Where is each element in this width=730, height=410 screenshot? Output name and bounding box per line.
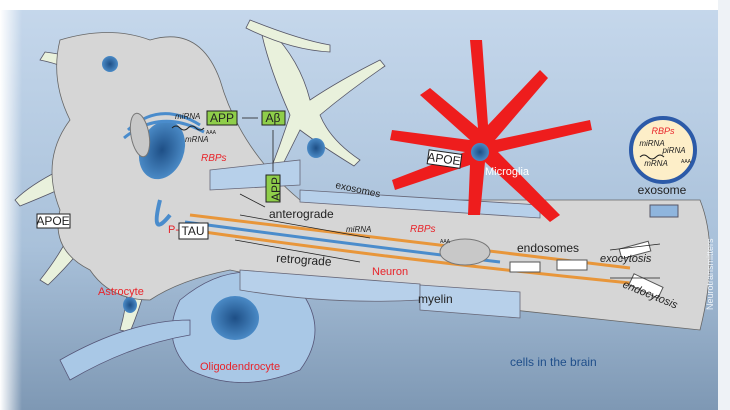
retrograde-label: retrograde [276,251,333,269]
cells-in-brain-label: cells in the brain [510,355,597,369]
rbps-soma-label: RBPs [201,153,227,164]
exosome-pirna-label: piRNA [661,146,685,155]
apoe-left-box [36,213,71,229]
mrna-soma-label: mRNA [185,135,209,144]
exosome-mirna-label: miRNA [639,139,664,148]
abeta-box [261,110,286,126]
oligodendrocyte-shape [59,271,316,383]
app-vertical-label: APP [269,177,283,201]
exosome-diagram: RBPs miRNA piRNA mRNA AAA [629,116,697,184]
oligodendrocyte-label: Oligodendrocyte [200,361,280,373]
app-label: APP [210,111,234,125]
apoe-left-label: APOE [36,214,69,228]
neurotransmitters-label: Neurotransmitters [705,238,715,310]
aaa-soma-label: AAA [206,130,217,136]
rbps-axon-label: RBPs [410,224,436,235]
aaa-axon-label: AAA [440,239,451,245]
right-margin [718,0,730,410]
p-label: P- [168,224,179,236]
microglia-shape [390,40,592,222]
app-box [206,110,238,126]
astrocyte-label: Astrocyte [98,286,144,298]
exosome-rbps-label: RBPs [651,126,675,136]
endosomes-label: endosomes [517,241,579,255]
tau-box [178,222,209,240]
left-fade [0,0,22,410]
mirna-axon-label: miRNA [346,225,371,234]
myelin-label: myelin [418,292,453,306]
mirna-soma-label: miRNA [175,112,200,121]
abeta-label: Aβ [266,111,281,125]
tau-label: TAU [181,224,204,238]
microglia-label: Microglia [485,166,530,178]
exosome-label: exosome [638,183,687,197]
exocytosis-label: exocytosis [600,253,652,265]
apoe-microglia-label: APOE [427,150,462,169]
apoe-microglia-box [426,149,463,169]
exosome-mrna-label: mRNA [644,159,668,168]
anterograde-label: anterograde [269,207,334,221]
arrows [234,117,661,279]
top-margin [0,0,730,10]
neuron-label: Neuron [372,266,408,278]
app-vertical-box [265,174,281,203]
exosome-aaa-label: AAA [681,159,692,165]
